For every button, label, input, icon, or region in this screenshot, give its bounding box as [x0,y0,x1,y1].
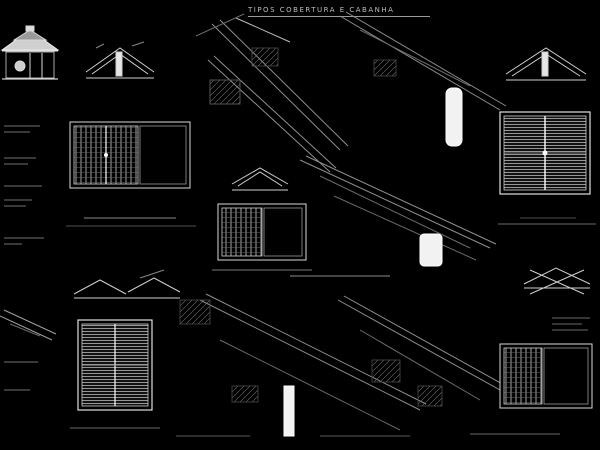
column-detail-1 [445,87,463,147]
diagonal-rafter-details [195,11,507,431]
roof-section-4 [523,267,591,295]
floor-plan-4 [470,343,593,435]
cabana-elevation [0,25,60,80]
column-detail-2 [419,233,443,267]
column-detail-3 [283,385,295,437]
roof-section-5 [73,269,181,299]
sheet-title-underline [248,16,430,17]
floor-plan-2 [212,203,390,277]
floor-plan-5 [70,319,160,429]
floor-plan-1 [66,121,196,227]
left-notes-column [4,125,44,391]
rafter-detail-left [0,309,57,341]
roof-section-1 [85,41,155,79]
floor-plan-3 [498,111,596,225]
detail-clusters [179,47,443,407]
roof-section-2 [231,167,289,191]
right-notes-column [552,317,590,331]
roof-section-3 [505,47,587,81]
sheet-title: TIPOS COBERTURA E CABANHA [248,6,395,14]
